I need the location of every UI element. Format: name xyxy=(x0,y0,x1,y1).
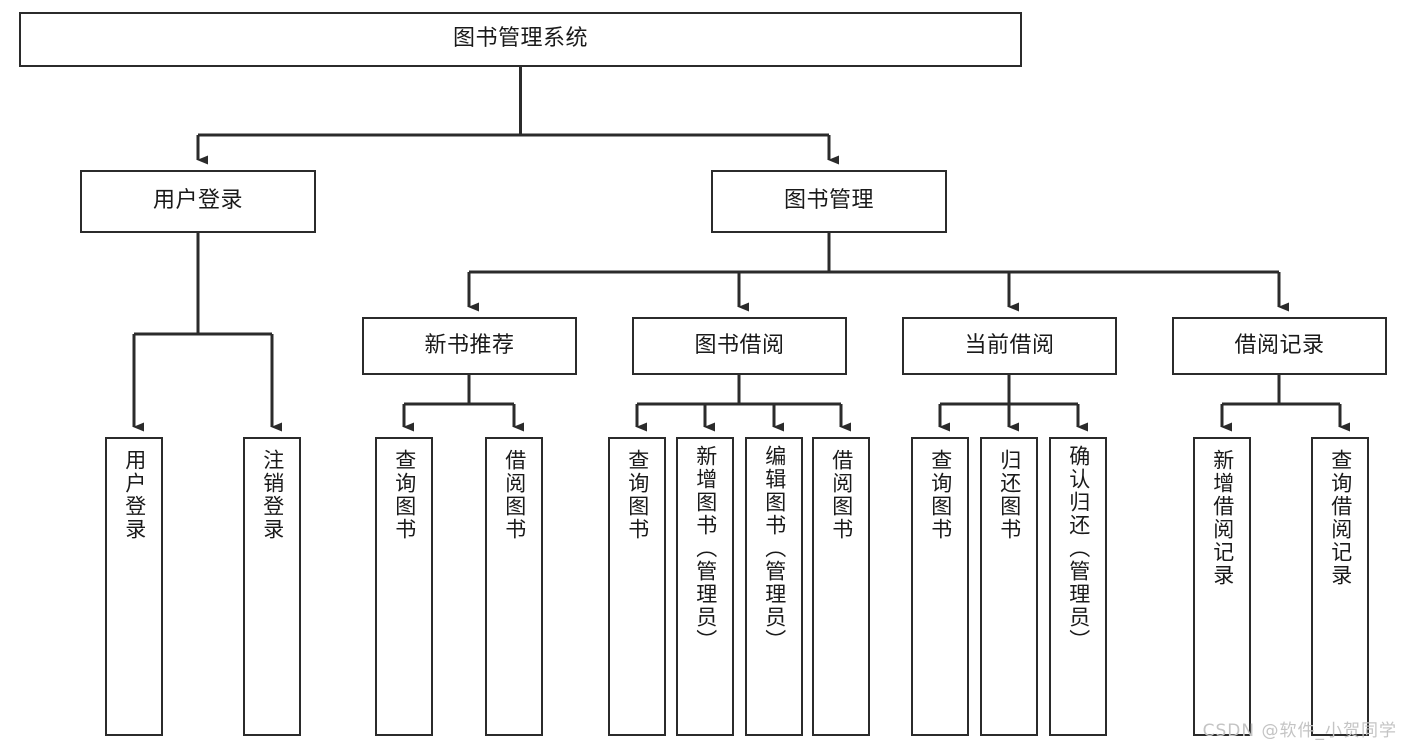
node-label: 归还图书 xyxy=(997,449,1022,541)
node-book-manage[interactable]: 图书管理 xyxy=(711,170,947,233)
leaf-user-logout[interactable]: 注销登录 xyxy=(243,437,301,736)
leaf-return-book[interactable]: 归还图书 xyxy=(980,437,1038,736)
node-label: 借阅图书 xyxy=(502,449,527,541)
edge-root-to-level2 xyxy=(196,67,839,165)
node-label: 新增图书（管理员） xyxy=(693,445,718,652)
node-label: 图书借阅 xyxy=(694,332,785,358)
leaf-query-book-borrow[interactable]: 查询图书 xyxy=(608,437,666,736)
node-root-system[interactable]: 图书管理系统 xyxy=(19,12,1022,67)
node-label: 确认归还（管理员） xyxy=(1066,445,1091,652)
node-current-borrow[interactable]: 当前借阅 xyxy=(902,317,1117,375)
leaf-edit-book-admin[interactable]: 编辑图书（管理员） xyxy=(745,437,803,736)
node-borrow-record[interactable]: 借阅记录 xyxy=(1172,317,1387,375)
leaf-borrow-book-borrow[interactable]: 借阅图书 xyxy=(812,437,870,736)
node-label: 用户登录 xyxy=(152,188,243,214)
node-label: 图书管理系统 xyxy=(452,26,588,52)
edge-bookmanage-to-level3 xyxy=(467,233,1289,312)
node-label: 当前借阅 xyxy=(964,332,1055,358)
node-new-book-recommend[interactable]: 新书推荐 xyxy=(362,317,577,375)
node-label: 新书推荐 xyxy=(424,332,515,358)
node-label: 查询图书 xyxy=(625,449,650,541)
edge-currentborrow-to-leaves xyxy=(938,375,1088,432)
node-label: 注销登录 xyxy=(260,449,285,541)
leaf-query-book-recommend[interactable]: 查询图书 xyxy=(375,437,433,736)
node-label: 用户登录 xyxy=(122,449,147,541)
edge-bookborrow-to-leaves xyxy=(635,375,851,432)
csdn-watermark: CSDN @软件_小贺同学 xyxy=(1202,721,1397,741)
leaf-add-book-admin[interactable]: 新增图书（管理员） xyxy=(676,437,734,736)
node-label: 借阅图书 xyxy=(829,449,854,541)
node-label: 图书管理 xyxy=(783,188,874,214)
node-label: 查询图书 xyxy=(392,449,417,541)
leaf-add-borrow-record[interactable]: 新增借阅记录 xyxy=(1193,437,1251,736)
node-label: 编辑图书（管理员） xyxy=(762,445,787,652)
leaf-confirm-return-admin[interactable]: 确认归还（管理员） xyxy=(1049,437,1107,736)
node-label: 借阅记录 xyxy=(1234,332,1325,358)
edge-userlogin-to-leaves xyxy=(132,233,282,432)
node-label: 查询借阅记录 xyxy=(1328,449,1353,587)
leaf-query-borrow-record[interactable]: 查询借阅记录 xyxy=(1311,437,1369,736)
node-label: 新增借阅记录 xyxy=(1210,449,1235,587)
node-user-login[interactable]: 用户登录 xyxy=(80,170,316,233)
node-book-borrow[interactable]: 图书借阅 xyxy=(632,317,847,375)
leaf-query-book-current[interactable]: 查询图书 xyxy=(911,437,969,736)
leaf-user-login[interactable]: 用户登录 xyxy=(105,437,163,736)
edge-newbook-to-leaves xyxy=(402,375,524,432)
node-label: 查询图书 xyxy=(928,449,953,541)
edge-borrowrecord-to-leaves xyxy=(1220,375,1350,432)
leaf-borrow-book-recommend[interactable]: 借阅图书 xyxy=(485,437,543,736)
